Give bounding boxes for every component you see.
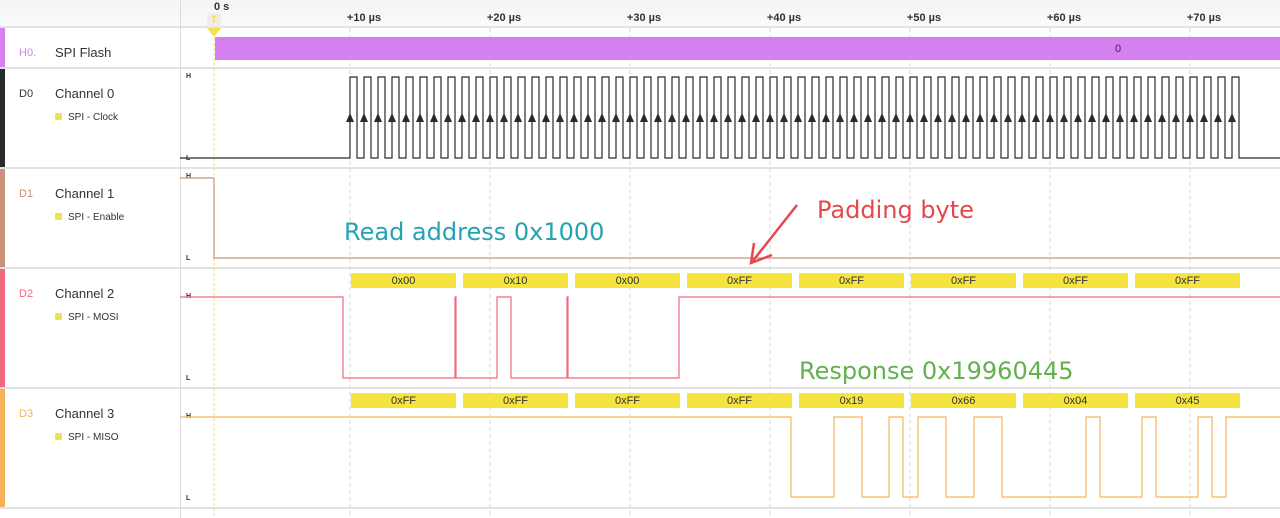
channel-name: Channel 2: [55, 286, 115, 301]
origin-time-label: 0 s: [214, 1, 230, 13]
channel-row-d0[interactable]: D0 Channel 0 SPI - Clock H L: [0, 69, 1280, 169]
trigger-arrow-icon: [207, 28, 221, 37]
channel-name: Channel 3: [55, 406, 115, 421]
analyzer-color-dot: [55, 112, 62, 120]
mosi-byte-value: 0xFF: [1175, 275, 1200, 287]
miso-byte-value: 0xFF: [391, 395, 416, 407]
miso-trace: [180, 416, 1280, 498]
channel-color-stripe: [0, 69, 5, 167]
channel-row-d1[interactable]: D1 Channel 1 SPI - Enable H L: [0, 169, 1280, 269]
channel-id: H0.: [19, 47, 37, 59]
analyzer-label: SPI - MOSI: [68, 312, 119, 323]
time-tick-label: +60 µs: [1046, 12, 1082, 24]
miso-byte-value: 0x19: [840, 395, 864, 407]
channel-name: SPI Flash: [55, 45, 112, 60]
analyzer-color-dot: [55, 432, 62, 440]
high-level-label: H: [186, 173, 192, 180]
miso-byte-value: 0x45: [1176, 395, 1200, 407]
channel-color-stripe: [0, 269, 5, 387]
mosi-byte-value: 0xFF: [1063, 275, 1088, 287]
low-level-label: L: [186, 495, 191, 502]
clock-trace: [180, 76, 1280, 159]
analyzer-color-dot: [55, 212, 62, 220]
mosi-byte-value: 0xFF: [951, 275, 976, 287]
mosi-byte-bubble: [687, 273, 792, 288]
channel-name: Channel 0: [55, 86, 115, 101]
analyzer-tag: SPI - MISO: [55, 432, 119, 443]
annotation-read-address: Read address 0x1000: [344, 218, 605, 246]
miso-byte-bubble: [911, 393, 1016, 408]
mosi-byte-bubble: [911, 273, 1016, 288]
channel-id: D0: [19, 88, 34, 100]
channel-name: Channel 1: [55, 186, 115, 201]
analyzer-tag: SPI - Clock: [55, 112, 118, 123]
annotation-response: Response 0x19960445: [799, 357, 1074, 385]
mosi-byte-value: 0x10: [504, 275, 528, 287]
analyzer-tag: SPI - Enable: [55, 212, 124, 223]
miso-byte-bubble: [575, 393, 680, 408]
miso-byte-bubble: [351, 393, 456, 408]
low-level-label: L: [186, 255, 191, 262]
channel-row-d3[interactable]: D3 Channel 3 SPI - MISO H L: [0, 389, 1280, 509]
miso-byte-bubble: [463, 393, 568, 408]
miso-byte-value: 0x04: [1064, 395, 1088, 407]
analyzer-label: SPI - MISO: [68, 432, 119, 443]
mosi-byte-bubble: [575, 273, 680, 288]
channel-color-stripe: [0, 389, 5, 507]
time-tick-label: +50 µs: [906, 12, 942, 24]
low-level-label: L: [186, 375, 191, 382]
mosi-byte-bubble: [351, 273, 456, 288]
channel-id: D1: [19, 188, 34, 200]
time-tick-label: +40 µs: [766, 12, 802, 24]
analyzer-tag: SPI - MOSI: [55, 312, 119, 323]
time-tick-label: +30 µs: [626, 12, 662, 24]
time-tick-label: +20 µs: [486, 12, 522, 24]
mosi-byte-value: 0x00: [616, 275, 640, 287]
padding-arrow-icon: [751, 204, 798, 263]
miso-byte-bubble: [1135, 393, 1240, 408]
miso-byte-bubble: [799, 393, 904, 408]
high-level-label: H: [186, 73, 192, 80]
mosi-byte-value: 0xFF: [727, 275, 752, 287]
analyzer-frame-bar: [215, 37, 1280, 60]
channel-id: D2: [19, 288, 34, 300]
channel-color-stripe: [0, 169, 5, 267]
analyzer-color-dot: [55, 312, 62, 320]
trigger-marker[interactable]: T: [207, 13, 221, 27]
annotation-padding-byte: Padding byte: [817, 196, 974, 224]
mosi-byte-value: 0x00: [392, 275, 416, 287]
channel-row-d2[interactable]: D2 Channel 2 SPI - MOSI H L: [0, 269, 1280, 389]
channel-color-stripe: [0, 28, 5, 67]
mosi-byte-bubble: [1023, 273, 1128, 288]
channel-id: D3: [19, 408, 34, 420]
miso-byte-bubble: [1023, 393, 1128, 408]
mosi-byte-bubble: [799, 273, 904, 288]
time-tick-label: +70 µs: [1186, 12, 1222, 24]
analyzer-label: SPI - Enable: [68, 212, 125, 223]
mosi-trace: [180, 296, 1280, 379]
enable-trace: [180, 177, 1280, 259]
miso-byte-value: 0x66: [952, 395, 976, 407]
analyzer-frame-value: 0: [1115, 43, 1121, 55]
mosi-byte-bubble: [463, 273, 568, 288]
mosi-byte-value: 0xFF: [839, 275, 864, 287]
padding-arrow-head-icon: [749, 242, 773, 265]
miso-byte-value: 0xFF: [503, 395, 528, 407]
miso-byte-bubble: [687, 393, 792, 408]
miso-byte-value: 0xFF: [727, 395, 752, 407]
channel-row-spi-flash[interactable]: H0. SPI Flash: [0, 28, 1280, 69]
left-pane-divider[interactable]: [180, 0, 181, 518]
analyzer-label: SPI - Clock: [68, 112, 119, 123]
miso-byte-value: 0xFF: [615, 395, 640, 407]
mosi-byte-bubble: [1135, 273, 1240, 288]
time-tick-label: +10 µs: [346, 12, 382, 24]
